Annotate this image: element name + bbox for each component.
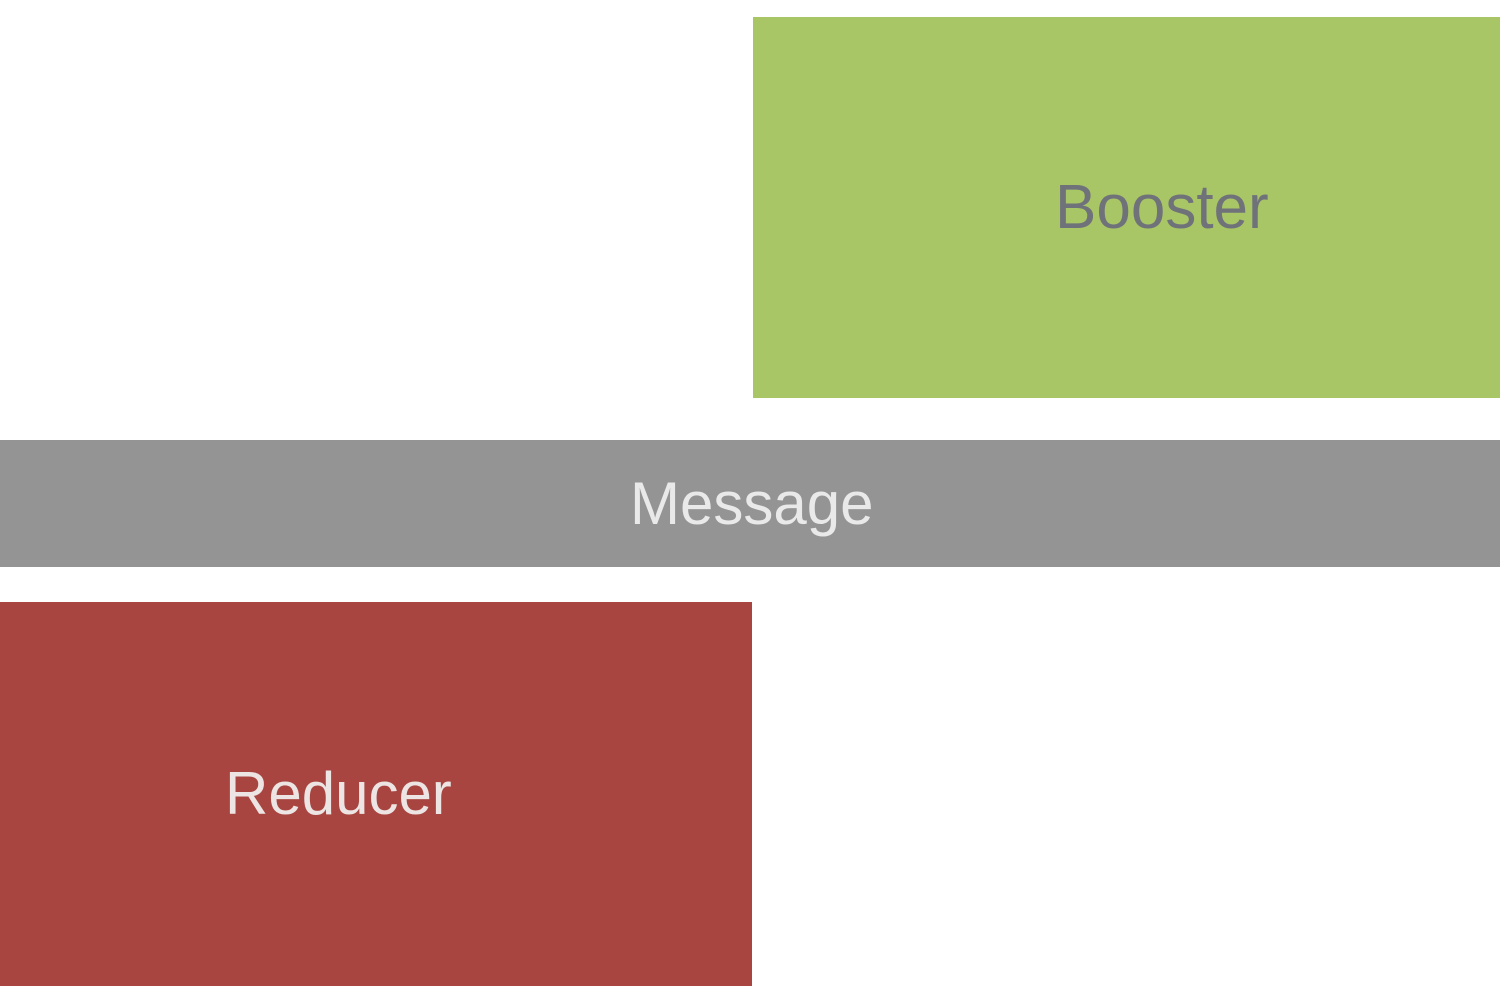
booster-label: Booster [1055, 172, 1269, 242]
message-block[interactable]: Message [0, 440, 1500, 567]
booster-block[interactable]: Booster [753, 17, 1500, 398]
message-label: Message [630, 469, 874, 537]
reducer-label: Reducer [225, 760, 452, 827]
reducer-block[interactable]: Reducer [0, 602, 752, 986]
